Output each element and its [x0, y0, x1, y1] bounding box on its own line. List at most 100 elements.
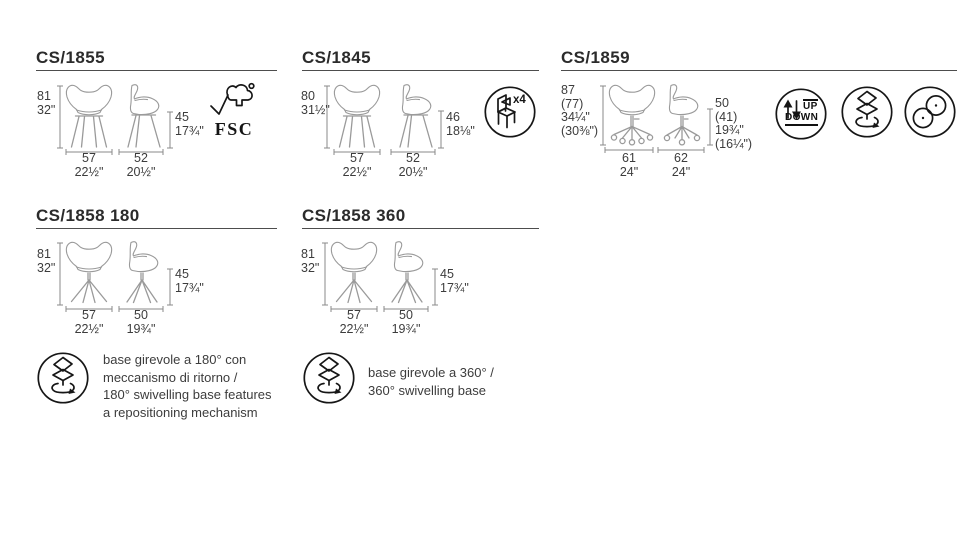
- section-title-cs1858-360: CS/1858 360: [302, 206, 406, 225]
- cs1859-chair-side-view: [663, 84, 701, 146]
- cs1858-180-width-cm: 57: [82, 308, 96, 322]
- swivel-180-note-line3: 180° swivelling base features: [103, 387, 272, 402]
- section-rule-cs1858-360: [302, 228, 539, 229]
- cs1858-180-height-cm: 81: [37, 247, 51, 261]
- section-title-cs1855: CS/1855: [36, 48, 105, 67]
- cs1858-180-seat-in: 17¾": [175, 280, 204, 295]
- cs1858-360-height-in: 32": [301, 260, 320, 275]
- cs1845-height-in: 31½": [301, 102, 330, 117]
- cs1845-width-label: 57 22½": [342, 151, 372, 179]
- cs1858-360-chair-front-view: [330, 241, 378, 304]
- cs1855-chair-side-view: [127, 84, 161, 148]
- cs1859-seat-line2: (41): [715, 109, 738, 124]
- cs1845-depth-label: 52 20½": [398, 151, 428, 179]
- swivel-180-icon: [37, 352, 89, 404]
- cs1855-seat-in: 17¾": [175, 123, 204, 138]
- down-label: DOWN: [785, 113, 819, 126]
- swivel-360-note: base girevole a 360° / 360° swivelling b…: [368, 364, 494, 399]
- cs1858-180-seat-height-label: 45 17¾": [175, 267, 204, 295]
- cs1845-width-cm: 57: [350, 151, 364, 165]
- cs1855-height-label: 81 32": [37, 89, 56, 117]
- stackable-icon: [484, 86, 536, 138]
- up-down-icon: [775, 88, 827, 140]
- cs1859-height-line4: (30⅜"): [561, 123, 599, 138]
- cs1858-360-height-cm: 81: [301, 247, 315, 261]
- cs1858-360-depth-label: 50 19¾": [391, 308, 421, 336]
- cs1859-diagram: [600, 84, 956, 153]
- fsc-icon: [210, 82, 255, 115]
- cs1858-360-chair-side-view: [391, 241, 424, 304]
- cs1858-360-depth-in: 19¾": [391, 321, 421, 336]
- cs1858-180-dimension-lines: [57, 242, 173, 312]
- cs1858-360-seat-height-label: 45 17¾": [440, 267, 469, 295]
- cs1858-360-height-label: 81 32": [301, 247, 320, 275]
- cs1845-dimension-lines: [324, 85, 444, 155]
- cs1858-360-width-cm: 57: [347, 308, 361, 322]
- cs1855-height-cm: 81: [37, 89, 51, 103]
- cs1858-180-height-in: 32": [37, 260, 56, 275]
- swivel-180-note: base girevole a 180° con meccanismo di r…: [103, 351, 272, 421]
- cs1858-180-chair-front-view: [65, 241, 113, 304]
- cs1858-180-width-label: 57 22½": [74, 308, 104, 336]
- cs1858-180-diagram: [57, 241, 173, 312]
- cs1858-360-diagram: [322, 241, 438, 312]
- cs1845-seat-height-label: 46 18⅛": [446, 110, 475, 138]
- up-label: UP: [803, 99, 818, 112]
- section-rule-cs1858-180: [36, 228, 277, 229]
- cs1855-depth-in: 20½": [126, 164, 156, 179]
- cs1859-height-line1: 87: [561, 83, 575, 97]
- cs1859-height-line2: (77): [561, 96, 584, 111]
- cs1858-360-seat-in: 17¾": [440, 280, 469, 295]
- cs1855-height-in: 32": [37, 102, 56, 117]
- cs1845-width-in: 22½": [342, 164, 372, 179]
- cs1858-360-width-in: 22½": [339, 321, 369, 336]
- cs1859-chair-front-view: [608, 84, 656, 146]
- fsc-label: FSC: [214, 119, 254, 139]
- swivel-180-note-line1: base girevole a 180° con: [103, 352, 247, 367]
- cs1859-seat-height-label: 50 (41) 19¾" (16¼"): [715, 96, 752, 151]
- swivel-360-note-line2: 360° swivelling base: [368, 382, 486, 398]
- cs1845-seat-in: 18⅛": [446, 123, 475, 138]
- cs1845-depth-in: 20½": [398, 164, 428, 179]
- cs1855-dimension-lines: [57, 85, 173, 155]
- cs1859-height-label: 87 (77) 34¼" (30⅜"): [561, 83, 599, 138]
- cs1859-width-in: 24": [619, 164, 639, 179]
- swivel-icon: [841, 86, 893, 138]
- swivel-180-note-line2: meccanismo di ritorno /: [103, 369, 238, 385]
- cs1858-180-depth-in: 19¾": [126, 321, 156, 336]
- casters-icon: [904, 86, 956, 138]
- cs1858-180-depth-cm: 50: [134, 308, 148, 322]
- cs1858-180-width-in: 22½": [74, 321, 104, 336]
- cs1845-height-cm: 80: [301, 89, 315, 103]
- section-title-cs1859: CS/1859: [561, 48, 630, 67]
- cs1858-180-chair-side-view: [126, 241, 159, 304]
- cs1845-diagram: [324, 84, 536, 155]
- cs1859-depth-cm: 62: [674, 151, 688, 165]
- cs1859-depth-in: 24": [671, 164, 691, 179]
- cs1859-seat-line1: 50: [715, 96, 729, 110]
- swivel-360-icon: [303, 352, 355, 404]
- cs1858-180-depth-label: 50 19¾": [126, 308, 156, 336]
- cs1855-depth-label: 52 20½": [126, 151, 156, 179]
- cs1845-seat-cm: 46: [446, 110, 460, 124]
- cs1845-chair-front-view: [333, 84, 381, 148]
- cs1859-width-cm: 61: [622, 151, 636, 165]
- cs1858-360-width-label: 57 22½": [339, 308, 369, 336]
- section-rule-cs1855: [36, 70, 277, 71]
- cs1858-360-dimension-lines: [322, 242, 438, 312]
- cs1845-height-label: 80 31½": [301, 89, 330, 117]
- section-rule-cs1859: [561, 70, 957, 71]
- cs1859-depth-label: 62 24": [671, 151, 691, 179]
- cs1845-depth-cm: 52: [406, 151, 420, 165]
- cs1858-180-seat-cm: 45: [175, 267, 189, 281]
- cs1855-width-cm: 57: [82, 151, 96, 165]
- cs1855-width-in: 22½": [74, 164, 104, 179]
- swivel-360-note-line1: base girevole a 360° /: [368, 365, 494, 380]
- section-title-cs1845: CS/1845: [302, 48, 371, 67]
- cs1855-chair-front-view: [65, 84, 113, 148]
- stackable-label: x4: [513, 94, 526, 106]
- swivel-180-note-line4: a repositioning mechanism: [103, 404, 258, 420]
- cs1859-dimension-lines: [600, 85, 713, 153]
